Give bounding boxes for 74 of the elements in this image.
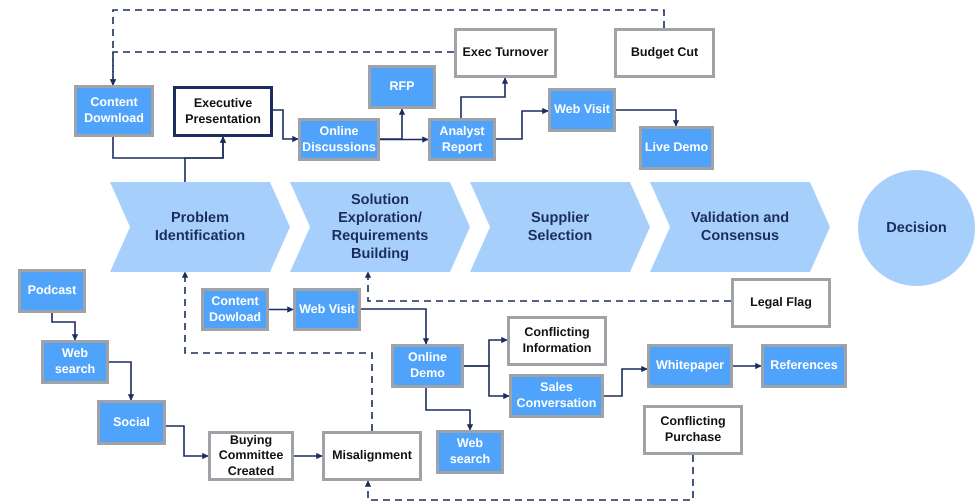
stage-label: Problem Identification	[154, 208, 246, 246]
connector-arrow	[380, 136, 429, 143]
box-label: Buying Committee Created	[218, 432, 284, 480]
box-label: Web search	[54, 346, 96, 378]
touchpoint-box	[639, 126, 714, 170]
box-label: Online Demo	[407, 350, 448, 382]
box-label: Live Demo	[644, 140, 708, 156]
event-box	[614, 28, 715, 78]
touchpoint-box	[428, 118, 496, 161]
touchpoint-box	[391, 344, 464, 388]
box-label: Exec Turnover	[462, 45, 548, 61]
touchpoint-box	[368, 65, 436, 109]
touchpoint-box	[509, 374, 604, 418]
box-label: Sales Conversation	[516, 380, 598, 412]
event-box	[454, 28, 557, 78]
touchpoint-box	[548, 88, 616, 132]
event-box	[208, 431, 294, 481]
touchpoint-box	[97, 400, 166, 445]
dashed-arrow	[182, 271, 373, 431]
dashed-arrow	[110, 51, 454, 86]
connector-arrow	[496, 108, 549, 140]
box-label: Executive Presentation	[184, 96, 262, 128]
connector-arrow	[361, 308, 430, 345]
event-box	[507, 316, 607, 366]
connector-arrow	[380, 108, 406, 140]
box-label: Conflicting Purchase	[659, 414, 727, 446]
touchpoint-box	[74, 85, 154, 137]
stage-label: Supplier Selection	[526, 208, 594, 246]
box-label: Web Visit	[299, 302, 355, 318]
connector-arrow	[166, 425, 209, 460]
box-label: References	[770, 358, 838, 374]
touchpoint-box	[201, 288, 269, 331]
touchpoint-box	[18, 269, 86, 313]
event-box	[322, 431, 422, 481]
event-box	[173, 86, 273, 137]
connector-arrow	[273, 109, 299, 142]
box-label: Online Discussions	[301, 124, 377, 156]
connector-arrow	[425, 388, 474, 431]
box-label: Content Download	[83, 95, 145, 127]
touchpoint-box	[436, 430, 504, 474]
box-label: Conflicting Information	[522, 325, 592, 357]
box-label: Legal Flag	[750, 295, 812, 311]
dashed-arrow	[364, 271, 731, 302]
event-box	[643, 405, 743, 455]
touchpoint-box	[41, 340, 109, 384]
box-label: Web Visit	[554, 102, 610, 118]
connector-arrow	[109, 361, 134, 401]
box-label: Content Dowload	[208, 294, 262, 326]
touchpoint-box	[647, 344, 733, 388]
box-label: Analyst Report	[438, 124, 486, 156]
touchpoint-box	[293, 288, 361, 331]
touchpoint-box	[761, 344, 847, 388]
box-label: Budget Cut	[630, 45, 698, 61]
connector-arrow	[616, 109, 680, 127]
stage-label: Validation and Consensus	[690, 208, 790, 246]
connector-arrow	[269, 306, 294, 313]
event-box	[731, 278, 831, 328]
connector-arrow	[184, 136, 226, 182]
connector-arrow	[733, 362, 762, 370]
connector-arrow	[460, 77, 508, 118]
connector-arrow	[604, 366, 648, 397]
box-label: Misalignment	[332, 448, 412, 464]
dashed-arrow	[364, 455, 694, 501]
touchpoint-box	[298, 118, 380, 161]
stage-label: Solution Exploration/ Requirements Building	[330, 190, 430, 264]
connector-arrow	[294, 452, 323, 460]
box-label: Web search	[448, 436, 492, 468]
box-label: RFP	[390, 79, 414, 95]
connector-arrow	[464, 365, 510, 400]
box-label: Whitepaper	[656, 358, 724, 374]
box-label: Podcast	[28, 283, 76, 299]
decision-label: Decision	[886, 218, 947, 238]
box-label: Social	[113, 414, 150, 430]
connector-arrow	[51, 313, 78, 341]
